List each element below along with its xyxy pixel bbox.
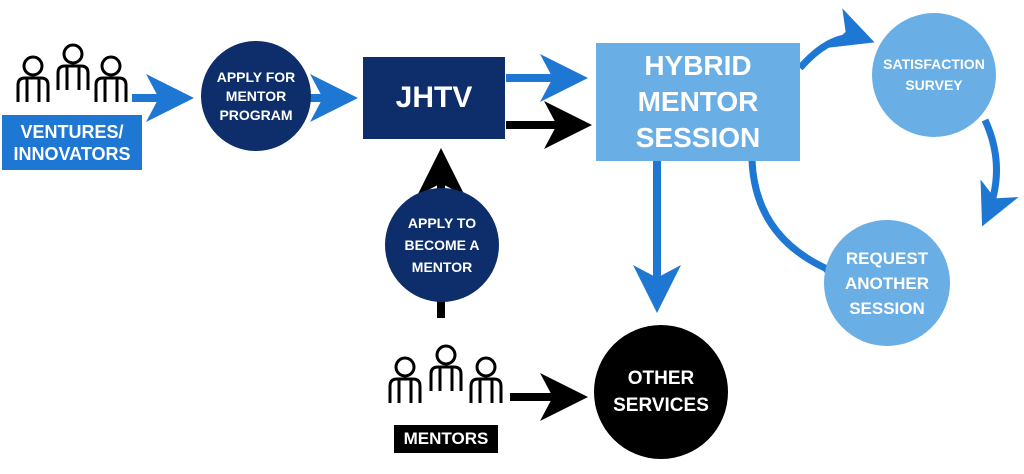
loop-request-to-session [748, 159, 866, 302]
satisfaction-survey-label: SATISFACTION SURVEY [883, 56, 985, 93]
apply-become-mentor-label: APPLY TO BECOME A MENTOR [404, 215, 480, 275]
satisfaction-survey-circle [872, 13, 996, 137]
apply-mentor-program-circle [201, 41, 311, 151]
people-group-icon [16, 43, 128, 104]
other-services-label: OTHER SERVICES [613, 368, 709, 416]
loop-survey-to-request [980, 118, 1019, 227]
request-another-circle [824, 220, 950, 346]
mentors-label-box [394, 425, 498, 453]
request-another-label: REQUEST ANOTHER SESSION [844, 248, 930, 318]
loop-session-to-survey [797, 8, 875, 71]
apply-mentor-program-label: APPLY FOR MENTOR PROGRAM [216, 68, 296, 123]
ventures-label-box [2, 115, 142, 170]
hybrid-session-label: HYBRID MENTOR SESSION [635, 50, 761, 153]
people-group-icon [388, 344, 503, 405]
mentors-label: MENTORS [403, 429, 489, 448]
hybrid-session-box [596, 43, 800, 161]
other-services-circle [594, 325, 728, 459]
jhtv-label: JHTV [395, 81, 473, 114]
apply-become-mentor-circle [385, 188, 499, 302]
ventures-label: VENTURES/ INNOVATORS [13, 121, 131, 164]
jhtv-box [363, 57, 505, 139]
